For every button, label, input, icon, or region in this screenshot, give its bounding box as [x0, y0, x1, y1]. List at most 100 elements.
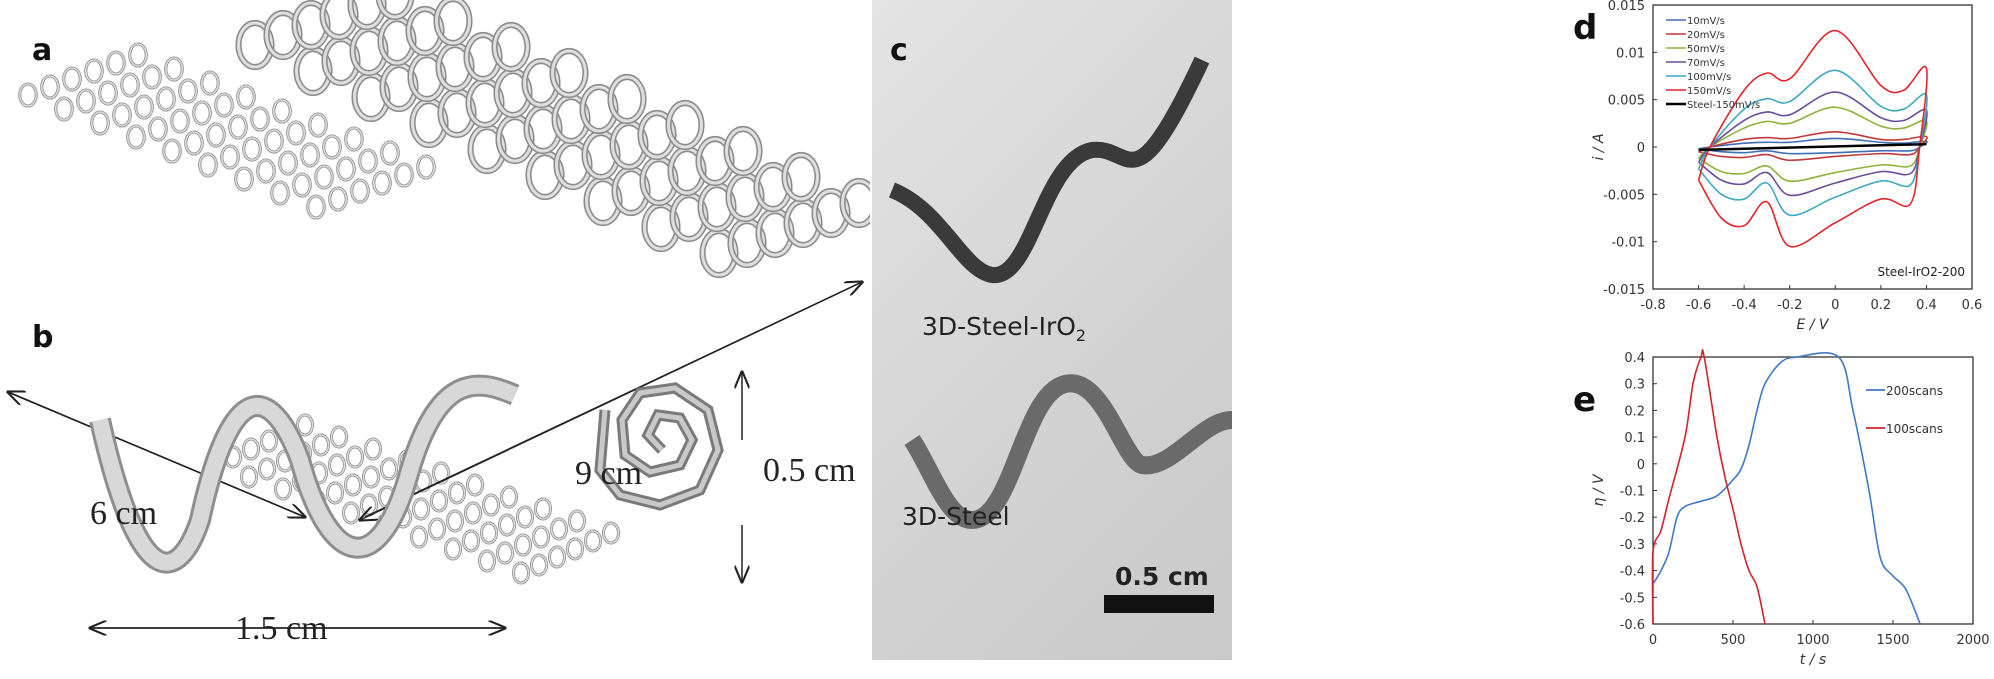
legend-entry: 70mV/s: [1687, 58, 1725, 69]
helix-coil-highlight: [148, 117, 168, 141]
helix-coil-highlight: [306, 195, 326, 219]
helix-coil-highlight: [724, 127, 762, 175]
coated-helix-strip: [888, 56, 1210, 283]
helix-coil-highlight: [300, 143, 320, 167]
helix-coil-highlight: [170, 109, 190, 133]
helix-coil-highlight: [448, 482, 466, 504]
y-tick-label: 0.2: [1624, 404, 1645, 419]
helix-coil-highlight: [666, 101, 704, 149]
helix-coil-highlight: [234, 167, 254, 191]
helix-coil-highlight: [380, 141, 400, 165]
y-tick-label: -0.3: [1620, 538, 1645, 553]
series-line-200scans: [1652, 352, 1921, 625]
legend-entry: 50mV/s: [1687, 44, 1725, 55]
x-tick-label: 1000: [1796, 633, 1829, 648]
y-tick-label: 0: [1637, 458, 1645, 473]
helix-coil-highlight: [220, 145, 240, 169]
helix-coil-highlight: [312, 434, 330, 456]
helix-coil-highlight: [602, 522, 620, 544]
photo-panel: c 3D-Steel-IrO2 3D-Steel 0.5 cm: [872, 0, 1232, 660]
legend-entry: 100scans: [1886, 422, 1943, 436]
helix-coil-highlight: [128, 43, 148, 67]
panel-label-c: c: [890, 33, 908, 68]
helix-coil-highlight: [314, 165, 334, 189]
helix-diagram: [0, 0, 870, 679]
helix-coil-highlight: [336, 157, 356, 181]
helix-coil-highlight: [372, 171, 392, 195]
x-tick-label: -0.8: [1640, 298, 1665, 313]
helix-coil-highlight: [530, 554, 548, 576]
helix-coil-highlight: [412, 498, 430, 520]
panel-label-d: d: [1573, 8, 1598, 48]
helix-coil-highlight: [40, 75, 60, 99]
helix-coil-highlight: [192, 101, 212, 125]
x-axis-label: t / s: [1800, 652, 1826, 668]
helix-coil-highlight: [240, 466, 258, 488]
helix-coil-highlight: [362, 466, 380, 488]
x-tick-label: 0.4: [1916, 298, 1937, 313]
y-tick-label: -0.1: [1620, 485, 1645, 500]
chart-annotation: Steel-IrO2-200: [1877, 265, 1965, 279]
spiral-height-label: 0.5 cm: [763, 452, 856, 489]
helix-coil-highlight: [242, 438, 260, 460]
legend-entry: Steel-150mV/s: [1687, 100, 1760, 111]
legend-entry: 150mV/s: [1687, 86, 1731, 97]
series-line-50mV/s: [1697, 106, 1928, 182]
helix-coil-highlight: [840, 179, 870, 227]
steel-helix-strip: [904, 374, 1232, 530]
helix-coil-highlight: [260, 430, 278, 452]
y-axis-label: η / V: [1591, 473, 1607, 506]
x-tick-label: -0.4: [1731, 298, 1756, 313]
y-tick-label: 0.1: [1624, 431, 1645, 446]
helix-coil-highlight: [292, 173, 312, 197]
helix-coil-highlight: [432, 462, 450, 484]
helix-coil-highlight: [106, 51, 126, 75]
plot-frame-e: [1652, 356, 1974, 625]
helix-coil-highlight: [322, 135, 342, 159]
helix-coil-highlight: [364, 438, 382, 460]
helix-coil-highlight: [516, 506, 534, 528]
helix-coil-highlight: [250, 107, 270, 131]
helix-coil-highlight: [84, 59, 104, 83]
legend-entry: 200scans: [1886, 384, 1943, 398]
helix-coil-highlight: [278, 151, 298, 175]
x-axis-label: E / V: [1796, 317, 1829, 333]
helix-coil-highlight: [480, 522, 498, 544]
helix-coil-highlight: [346, 446, 364, 468]
helix-coil-highlight: [566, 538, 584, 560]
helix-coil-highlight: [416, 155, 436, 179]
helix-coil-highlight: [296, 414, 314, 436]
x-tick-label: 0: [1649, 633, 1657, 648]
helix-coil-highlight: [568, 510, 586, 532]
y-tick-label: 0.005: [1608, 94, 1645, 109]
sample-label-coated: 3D-Steel-IrO2: [922, 312, 1086, 345]
y-tick-label: -0.4: [1620, 565, 1645, 580]
ribbon-length-label: 1.5 cm: [235, 610, 328, 647]
series-line-100mV/s: [1697, 69, 1928, 217]
legend-entry: 100mV/s: [1687, 72, 1731, 83]
helix-coil-highlight: [76, 89, 96, 113]
helix-coil-highlight: [500, 486, 518, 508]
helix-coil-highlight: [496, 542, 514, 564]
y-tick-label: -0.01: [1611, 236, 1645, 251]
helix-coil-highlight: [112, 103, 132, 127]
x-tick-label: 2000: [1956, 633, 1989, 648]
helix-coil-highlight: [274, 478, 292, 500]
helix-coil-highlight: [198, 153, 218, 177]
helix-coil-highlight: [90, 111, 110, 135]
helix-coil-highlight: [478, 550, 496, 572]
x-tick-label: -0.6: [1686, 298, 1711, 313]
series-line-100scans: [1651, 349, 1766, 625]
panel-label-b: b: [32, 320, 54, 355]
helix-coil-highlight: [464, 502, 482, 524]
helix-coil-highlight: [326, 482, 344, 504]
helix-coil-highlight: [228, 115, 248, 139]
helix-coil-highlight: [394, 163, 414, 187]
helix-coil-highlight: [430, 490, 448, 512]
y-tick-label: -0.6: [1620, 618, 1645, 633]
helix-coil-highlight: [178, 79, 198, 103]
helix-coil-highlight: [482, 494, 500, 516]
helix-coil-highlight: [512, 562, 530, 584]
legend-entry: 10mV/s: [1687, 16, 1725, 27]
